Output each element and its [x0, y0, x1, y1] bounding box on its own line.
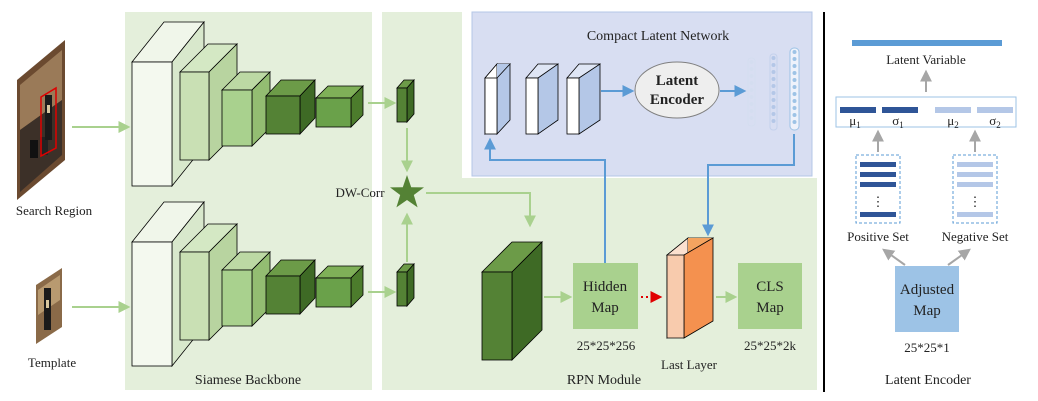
latent-encoder-label-2: Encoder	[650, 92, 705, 108]
sigma2-label: σ2	[989, 113, 1001, 130]
backbone-title: Siamese Backbone	[195, 373, 301, 388]
backbone-bottom	[131, 200, 364, 368]
vector-dot	[792, 106, 797, 110]
vector-dot	[749, 60, 754, 64]
vector-dot	[749, 88, 754, 92]
sigma2-bar	[977, 107, 1013, 113]
latent-encoder-node	[634, 61, 720, 119]
search-feature-block	[396, 78, 415, 124]
search-region-image	[17, 40, 65, 200]
vector-dot	[771, 63, 776, 67]
mu2-label: μ2	[947, 113, 958, 130]
template-feature-block	[396, 262, 415, 308]
vector-dot	[771, 77, 776, 81]
compact-to-last-arrow	[702, 134, 795, 237]
rpn-feature-block	[481, 241, 543, 361]
adjusted-to-positive-arrow	[882, 248, 906, 266]
dw-corr-star	[390, 175, 424, 208]
vector-dot	[792, 57, 797, 61]
adjusted-map-label-1: Adjusted	[900, 282, 955, 298]
template-label: Template	[28, 355, 76, 370]
cls-map-box	[738, 263, 802, 329]
adjusted-to-negative-arrow	[947, 248, 971, 266]
last-layer-face	[666, 237, 714, 339]
vector-dot	[771, 112, 776, 116]
vector-dot	[749, 81, 754, 85]
latent-encoder-label-1: Latent	[656, 73, 699, 89]
cls-map-label-2: Map	[756, 300, 784, 316]
vector-dot	[771, 84, 776, 88]
compact-title: Compact Latent Network	[587, 29, 729, 44]
cls-map-label-1: CLS	[756, 279, 784, 295]
vector-dot	[792, 78, 797, 82]
search-region-label: Search Region	[16, 203, 93, 218]
positive-set-label: Positive Set	[847, 229, 909, 244]
vector-dot	[749, 116, 754, 120]
vector-dot	[792, 113, 797, 117]
adjusted-map-box	[895, 266, 959, 332]
vector-dot	[749, 74, 754, 78]
hidden-map-label-1: Hidden	[583, 279, 628, 295]
latent-variable-label: Latent Variable	[886, 52, 966, 67]
latent-variable-bar	[852, 40, 1002, 46]
vector-dot	[771, 56, 776, 60]
last-layer-label: Last Layer	[661, 357, 718, 372]
hidden-to-compact-arrow	[484, 137, 606, 263]
vector-dot	[792, 71, 797, 75]
vector-dot	[771, 105, 776, 109]
positive-set-bars	[860, 162, 896, 217]
vector-dot	[792, 85, 797, 89]
vector-dot	[792, 64, 797, 68]
latent-encoder-title: Latent Encoder	[885, 373, 971, 388]
negative-set-label: Negative Set	[942, 229, 1009, 244]
positive-set-dots: ⋮	[872, 194, 885, 209]
mu1-label: μ1	[849, 113, 860, 130]
vector-dot	[749, 95, 754, 99]
vector-dot	[792, 50, 797, 54]
vector-dot	[771, 91, 776, 95]
adjusted-map-label-2: Map	[913, 303, 941, 319]
vector-dot	[771, 70, 776, 74]
rpn-title: RPN Module	[567, 373, 641, 388]
vector-dot	[771, 98, 776, 102]
compact-layer-blocks	[484, 62, 601, 136]
adjusted-map-dims: 25*25*1	[904, 340, 950, 355]
sigma1-label: σ1	[892, 113, 904, 130]
mu2-bar	[935, 107, 971, 113]
vector-dot	[771, 119, 776, 123]
vector-dot	[749, 67, 754, 71]
negative-set-dots: ⋮	[969, 194, 982, 209]
dw-corr-label: DW-Corr	[335, 185, 385, 200]
template-image	[36, 268, 62, 344]
hidden-map-box	[573, 263, 638, 329]
vector-dot	[749, 102, 754, 106]
backbone-top	[131, 20, 364, 188]
negative-set-bars	[957, 162, 993, 217]
hidden-map-dims: 25*25*256	[577, 338, 636, 353]
corr-to-rpn-arrow	[426, 192, 536, 228]
vector-dot	[792, 120, 797, 124]
cls-map-dims: 25*25*2k	[744, 338, 797, 353]
mu1-bar	[840, 107, 876, 113]
vector-dot	[792, 92, 797, 96]
vector-dot	[792, 99, 797, 103]
sigma1-bar	[882, 107, 918, 113]
vector-dot	[749, 109, 754, 113]
hidden-map-label-2: Map	[591, 300, 619, 316]
latent-vector-dots	[749, 50, 797, 124]
